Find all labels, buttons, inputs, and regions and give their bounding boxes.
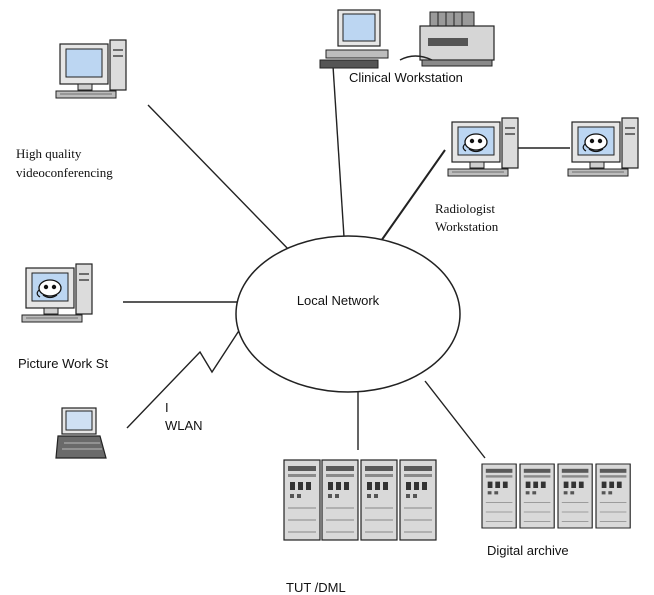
- server-rack-icon: [360, 459, 398, 541]
- link-digital-archive: [424, 380, 486, 459]
- radiologist-label-line2: Workstation: [435, 219, 499, 234]
- clinical-workstation: Clinical Workstation: [319, 9, 495, 85]
- server-rack-icon: [595, 463, 631, 529]
- picture-work-station-label: Picture Work St: [18, 356, 108, 371]
- printer-icon: [419, 11, 495, 67]
- wlan-mark: I: [165, 400, 169, 415]
- videoconferencing-label-line2: videoconferencing: [16, 165, 113, 180]
- radiologist-workstation: Radiologist Workstation: [435, 117, 639, 234]
- tut-dml-label: TUT /DML: [286, 580, 346, 595]
- tut-dml-servers: TUT /DML: [283, 459, 437, 595]
- server-rack-icon: [481, 463, 517, 529]
- videoconferencing-station: High quality videoconferencing: [16, 39, 127, 180]
- server-rack-icon: [557, 463, 593, 529]
- laptop-icon: [55, 407, 107, 459]
- digital-archive: Digital archive: [481, 463, 631, 558]
- clinical-workstation-label: Clinical Workstation: [349, 70, 463, 85]
- videoconferencing-label-line1: High quality: [16, 146, 82, 161]
- connection-lines: [123, 65, 570, 459]
- desktop-computer-icon: [55, 39, 127, 99]
- wlan-laptop: I WLAN: [55, 400, 203, 459]
- link-radiologist-workstation: [380, 149, 446, 242]
- link-clinical-workstation: [332, 65, 345, 238]
- local-network-ellipse: [235, 235, 461, 393]
- lightning-link-icon: [126, 325, 243, 429]
- local-network-label: Local Network: [297, 293, 380, 308]
- radiologist-label-line1: Radiologist: [435, 201, 495, 216]
- server-rack-icon: [321, 459, 359, 541]
- server-rack-icon: [399, 459, 437, 541]
- server-rack-icon: [519, 463, 555, 529]
- desktop-computer-icon: [319, 9, 389, 69]
- link-videoconferencing: [147, 104, 293, 254]
- digital-archive-label: Digital archive: [487, 543, 569, 558]
- wlan-label: WLAN: [165, 418, 203, 433]
- picture-work-station: Picture Work St: [18, 263, 108, 371]
- server-rack-icon: [283, 459, 321, 541]
